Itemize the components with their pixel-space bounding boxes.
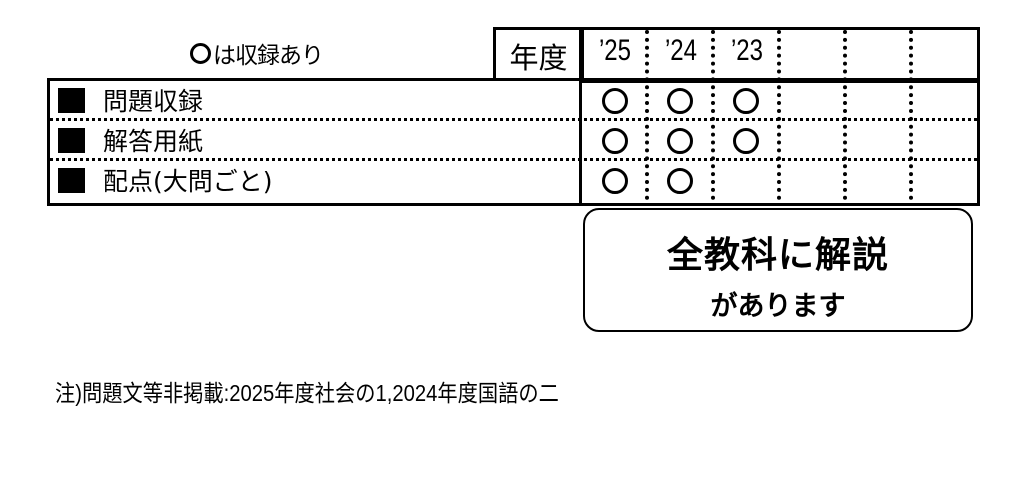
row-label: 解答用紙 [103,127,204,156]
legend: は収録あり [190,36,324,70]
circle-mark-icon [602,128,628,154]
circle-mark-icon [667,88,693,114]
circle-mark-icon [602,168,628,194]
square-bullet-icon [58,87,85,113]
year-header-label: 年度 [509,40,568,75]
circle-mark-icon [733,128,759,154]
row-scoring: 配点(大問ごと) [58,160,273,200]
explanation-callout: 全教科に解説 があります [583,208,973,332]
circle-mark-icon [667,168,693,194]
callout-subtitle: があります [710,291,846,322]
column-divider [711,30,715,200]
year-2023: ’23 [730,34,764,67]
column-divider [777,30,781,200]
column-divider [645,30,649,200]
square-bullet-icon [58,167,85,193]
row-divider [50,158,977,161]
footnote: 注)問題文等非掲載:2025年度社会の1,2024年度国語の二 [55,380,559,406]
year-2025: ’25 [598,34,632,67]
legend-text: は収録あり [213,43,324,69]
square-bullet-icon [58,127,85,153]
circle-mark-icon [733,88,759,114]
column-divider [843,30,847,200]
year-header: 年度 [493,27,584,81]
callout-title: 全教科に解説 [666,235,889,276]
row-divider [50,118,977,121]
year-2024: ’24 [664,34,698,67]
row-label: 配点(大問ごと) [103,167,273,196]
circle-mark-icon [667,128,693,154]
row-questions: 問題収録 [58,80,203,120]
records-table [47,78,980,206]
table-divider [579,78,582,203]
column-divider [909,30,913,200]
row-answer-sheet: 解答用紙 [58,120,203,160]
circle-mark-icon [190,43,211,64]
circle-mark-icon [602,88,628,114]
row-label: 問題収録 [103,87,204,116]
